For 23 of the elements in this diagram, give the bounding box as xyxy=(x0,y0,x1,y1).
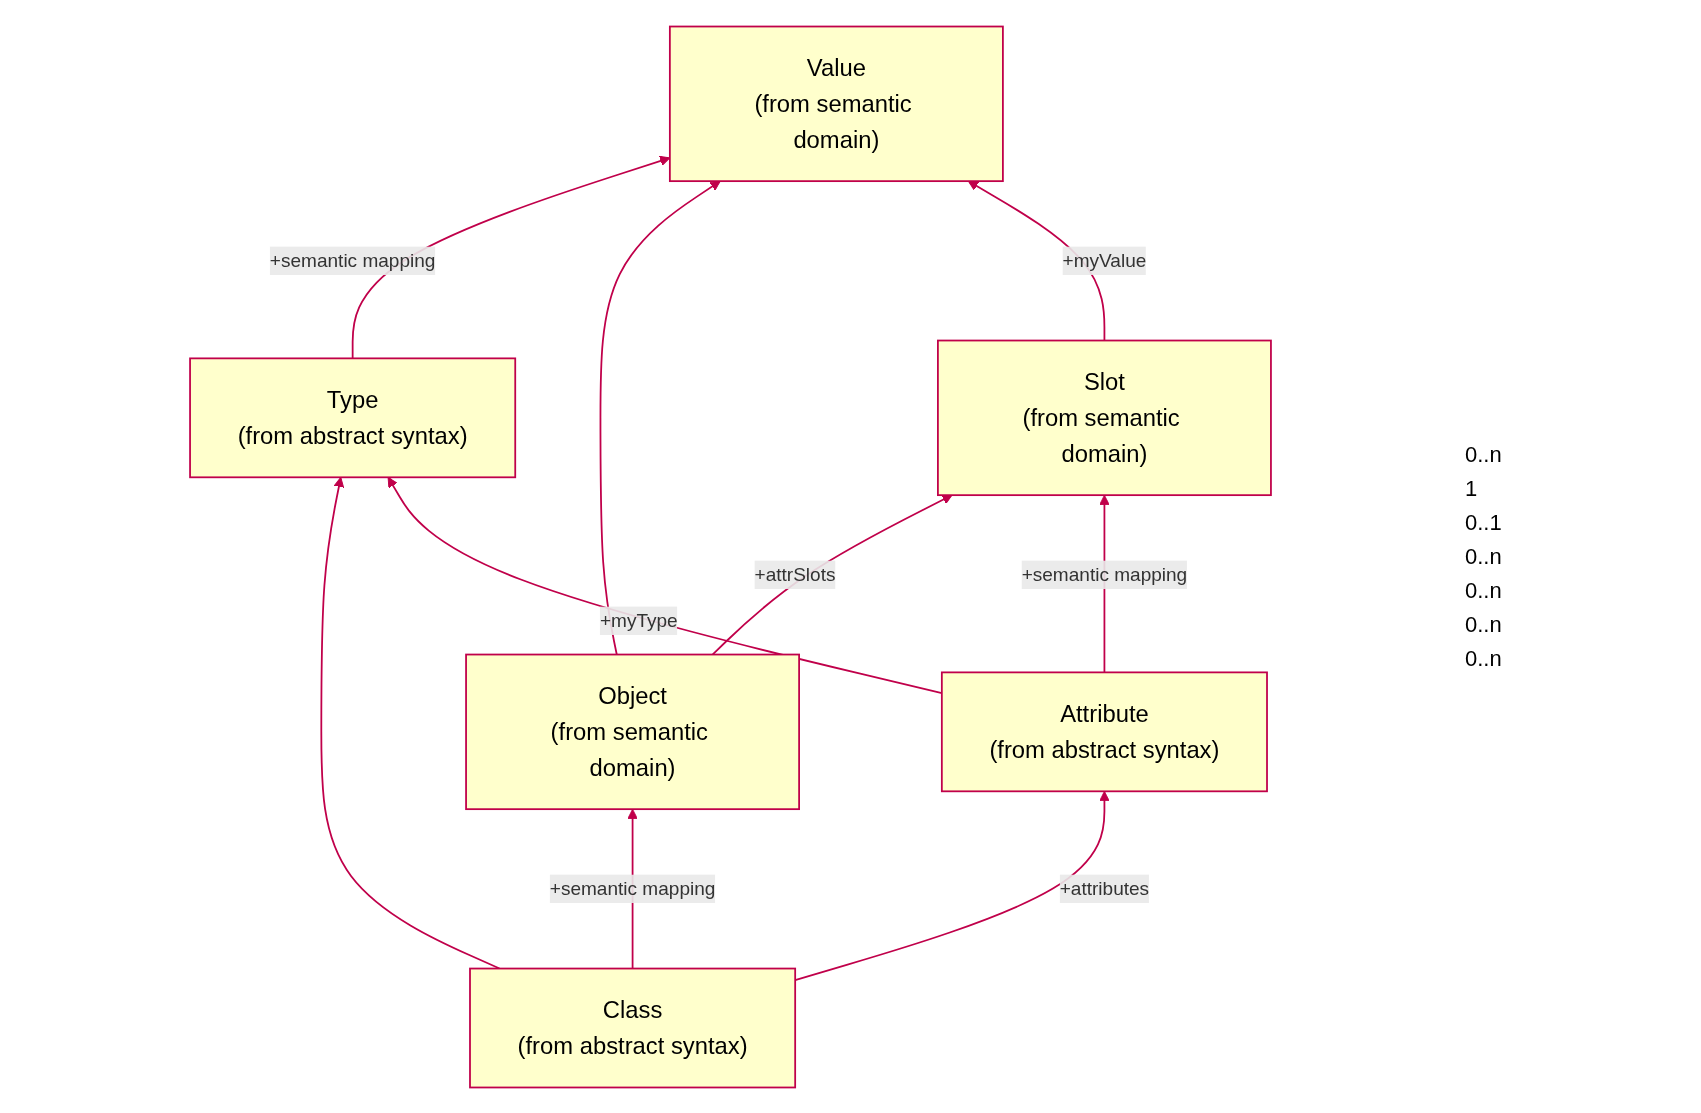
node-box: Value (from semantic domain) xyxy=(668,25,1004,182)
multiplicity-label: 0..1 xyxy=(1465,509,1503,536)
node-box: Type (from abstract syntax) xyxy=(189,357,517,478)
multiplicity-label: 0..n xyxy=(1465,543,1503,570)
edge-label: +semantic mapping xyxy=(1021,563,1188,584)
multiplicity-label: 0..n xyxy=(1465,645,1503,672)
node-box: Object (from semantic domain) xyxy=(465,653,800,810)
arrow xyxy=(711,494,953,655)
edge-label: +attrSlots xyxy=(754,563,836,584)
edge-label: +myType xyxy=(599,609,678,630)
multiplicity-label: 0..n xyxy=(1465,577,1503,604)
edge-label: +semantic mapping xyxy=(549,877,716,898)
multiplicity-label: 0..n xyxy=(1465,441,1503,468)
node-box: Class (from abstract syntax) xyxy=(469,967,797,1088)
node-box: Slot (from semantic domain) xyxy=(937,339,1272,496)
edge-label: +semantic mapping xyxy=(269,249,436,270)
multiplicity-label: 1 xyxy=(1465,475,1479,502)
edge-label: +attributes xyxy=(1059,877,1150,898)
edge-label: +myValue xyxy=(1062,249,1147,270)
node-box: Attribute (from abstract syntax) xyxy=(940,671,1268,792)
arrow xyxy=(599,180,721,655)
arrow xyxy=(320,476,501,969)
multiplicity-label: 0..n xyxy=(1465,611,1503,638)
